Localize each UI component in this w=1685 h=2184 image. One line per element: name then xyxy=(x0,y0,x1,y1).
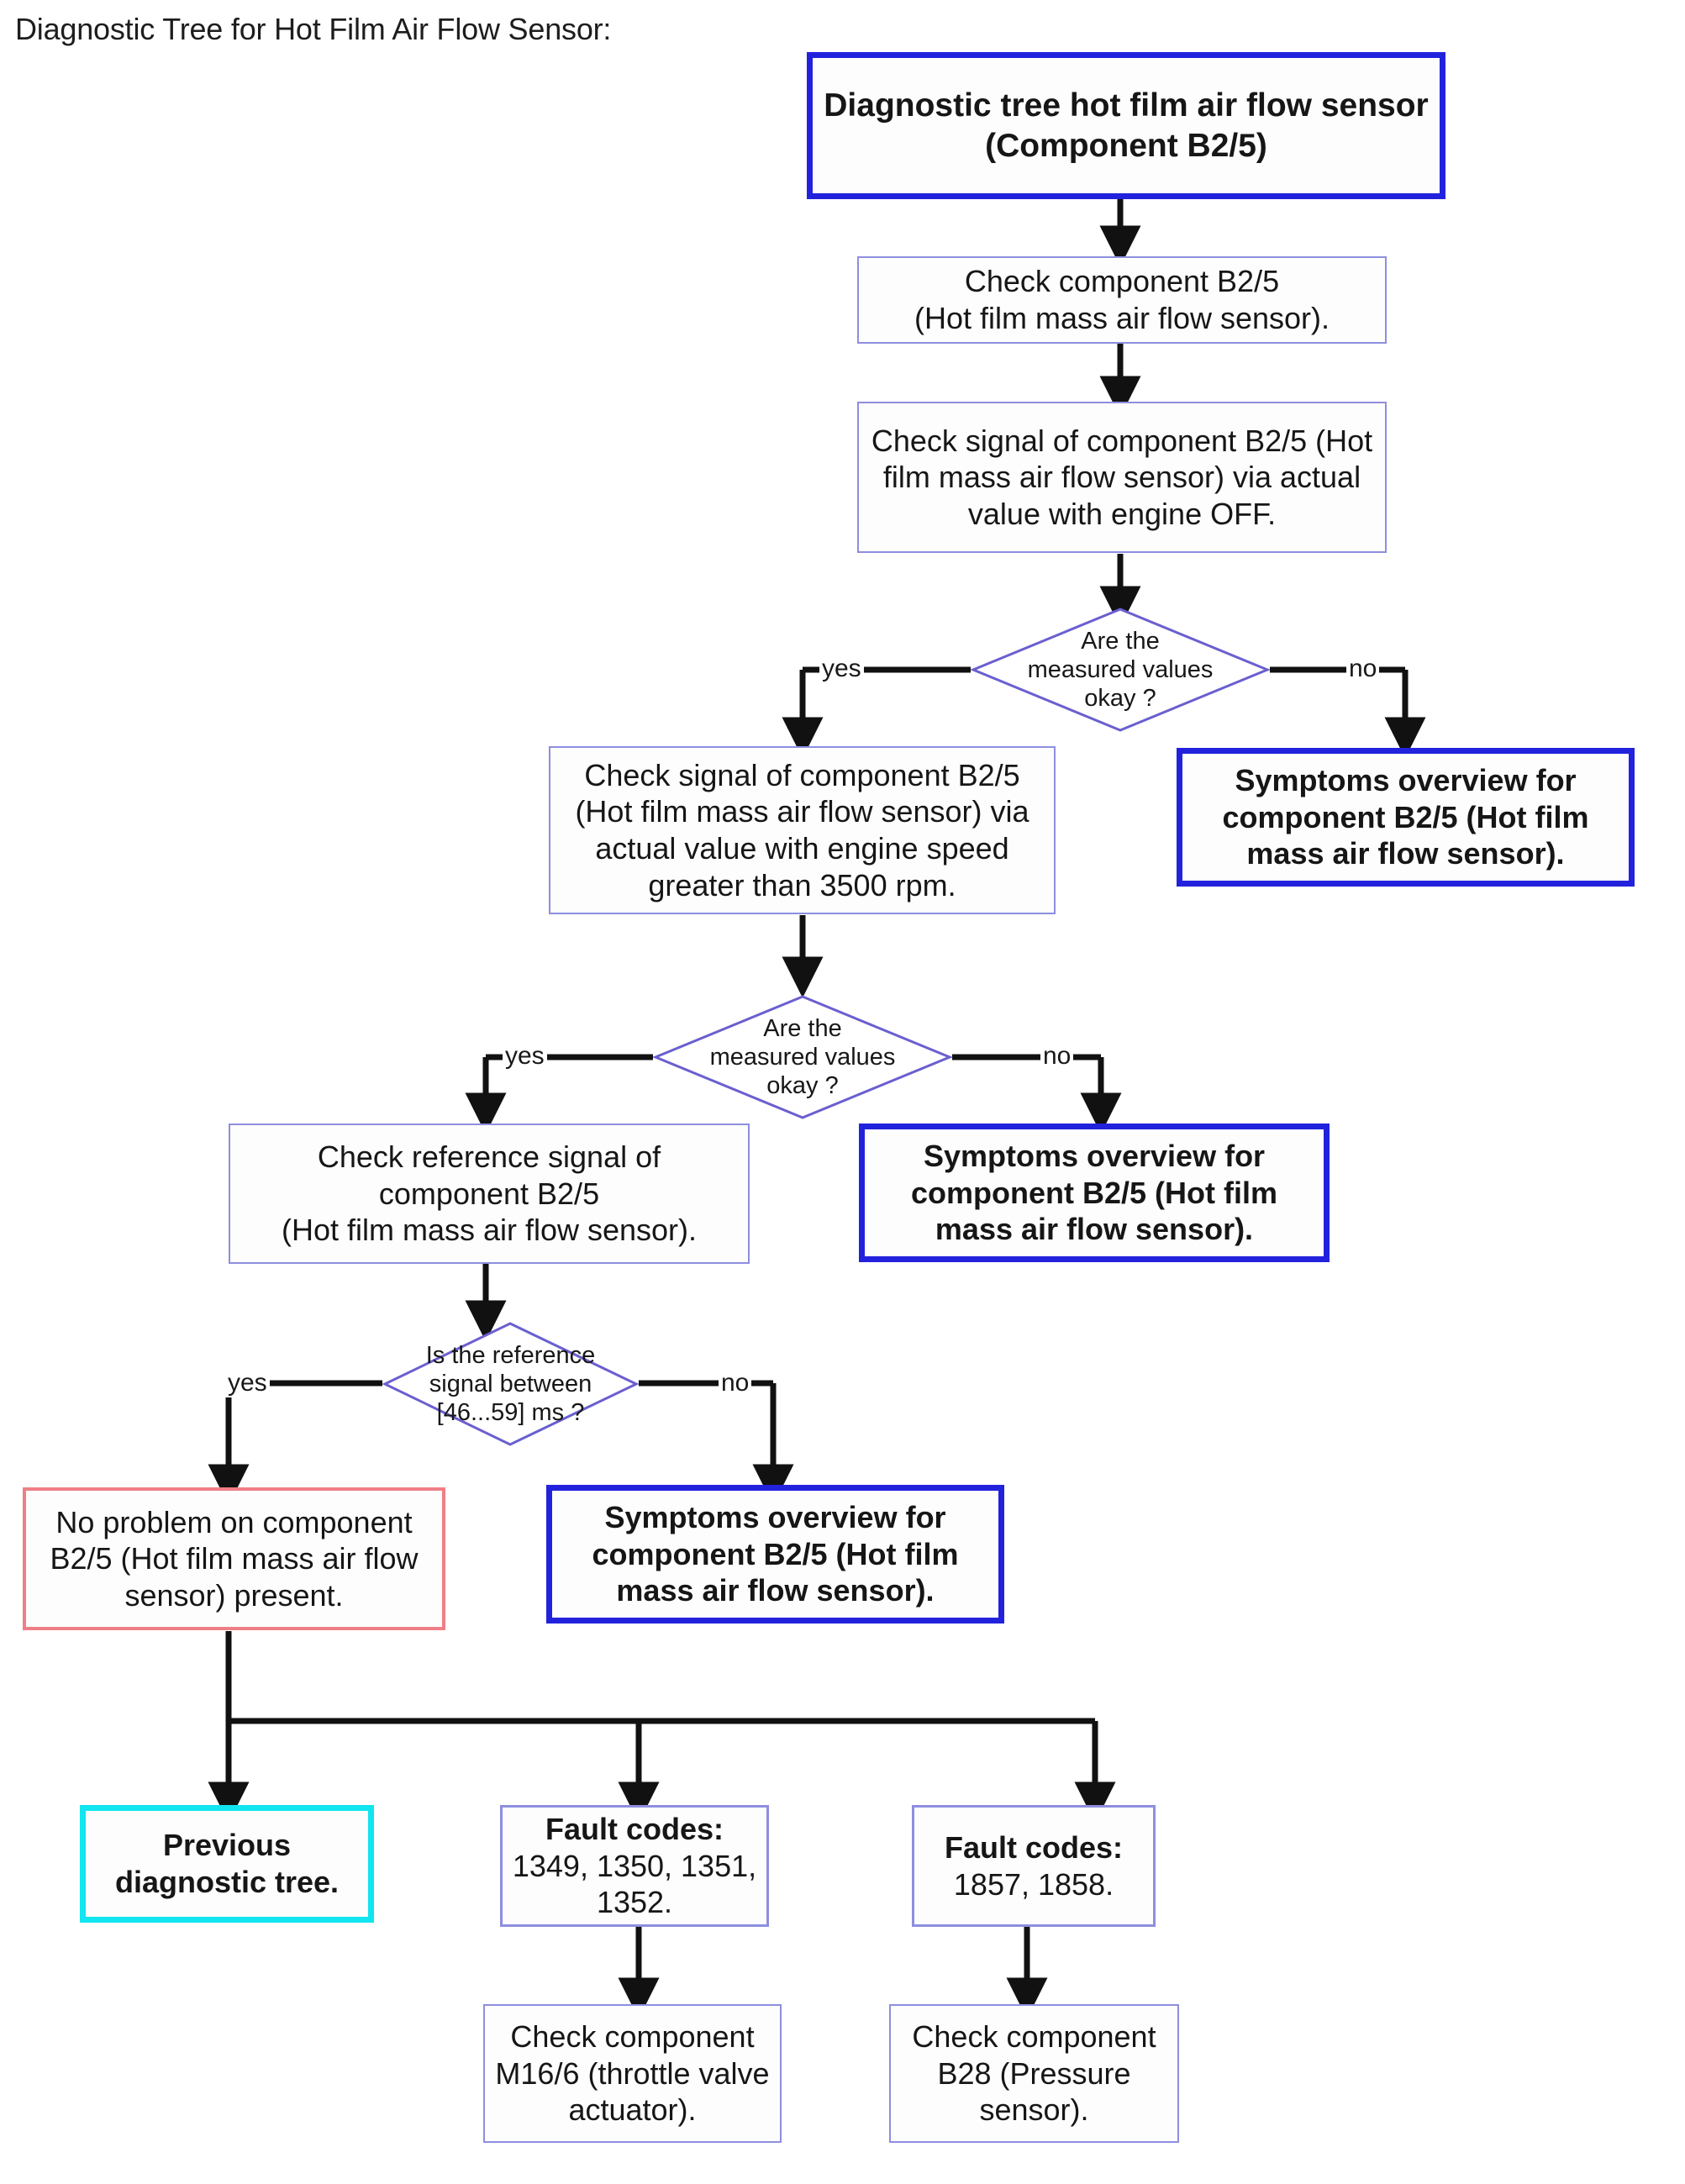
node-decision-measured-values-1[interactable]: Are the measured values okay ? xyxy=(971,607,1270,733)
node-decision-2-label: Are the measured values okay ? xyxy=(709,1014,896,1100)
node-fault-codes-left-text: Fault codes: 1349, 1350, 1351, 1352. xyxy=(511,1811,758,1921)
node-check-component-label: Check component B2/5 (Hot film mass air … xyxy=(914,264,1330,335)
node-check-m16-label: Check component M16/6 (throttle valve ac… xyxy=(495,2019,770,2128)
node-check-component[interactable]: Check component B2/5 (Hot film mass air … xyxy=(857,256,1387,344)
node-decision-reference-range[interactable]: Is the reference signal between [46...59… xyxy=(382,1321,639,1447)
diamond-shape-2 xyxy=(653,995,952,1119)
node-check-signal-rpm-label: Check signal of component B2/5 (Hot film… xyxy=(575,757,1029,903)
node-no-problem-label: No problem on component B2/5 (Hot film m… xyxy=(50,1504,419,1613)
node-previous-diagnostic-tree[interactable]: Previous diagnostic tree. xyxy=(80,1805,374,1923)
node-fault-codes-right-heading: Fault codes: xyxy=(944,1829,1124,1865)
node-fault-codes-left[interactable]: Fault codes: 1349, 1350, 1351, 1352. xyxy=(500,1805,769,1927)
node-root-label: Diagnostic tree hot film air flow sensor… xyxy=(824,87,1429,164)
node-symptoms-overview-1[interactable]: Symptoms overview for component B2/5 (Ho… xyxy=(1177,748,1635,887)
node-check-signal-engine-off[interactable]: Check signal of component B2/5 (Hot film… xyxy=(857,402,1387,553)
branch-label-yes-1: yes xyxy=(819,655,864,683)
node-decision-3-label: Is the reference signal between [46...59… xyxy=(425,1341,596,1427)
node-decision-measured-values-2[interactable]: Are the measured values okay ? xyxy=(653,994,952,1120)
node-symptoms-1-label: Symptoms overview for component B2/5 (Ho… xyxy=(1222,763,1589,871)
node-check-signal-engine-off-label: Check signal of component B2/5 (Hot film… xyxy=(871,423,1373,531)
node-root[interactable]: Diagnostic tree hot film air flow sensor… xyxy=(807,52,1445,199)
page-title: Diagnostic Tree for Hot Film Air Flow Se… xyxy=(15,12,612,46)
node-check-reference-signal-label: Check reference signal of component B2/5… xyxy=(281,1139,698,1248)
diamond-shape-3 xyxy=(382,1322,639,1446)
diamond-shape-1 xyxy=(971,608,1270,732)
node-fault-codes-right-values: 1857, 1858. xyxy=(953,1866,1114,1902)
node-no-problem[interactable]: No problem on component B2/5 (Hot film m… xyxy=(23,1487,445,1630)
node-symptoms-2-label: Symptoms overview for component B2/5 (Ho… xyxy=(910,1139,1277,1247)
node-check-m16-throttle-valve[interactable]: Check component M16/6 (throttle valve ac… xyxy=(483,2004,782,2143)
node-check-b28-label: Check component B28 (Pressure sensor). xyxy=(912,2019,1156,2128)
branch-label-no-3: no xyxy=(719,1369,752,1397)
node-symptoms-overview-2[interactable]: Symptoms overview for component B2/5 (Ho… xyxy=(859,1124,1330,1262)
node-fault-codes-right[interactable]: Fault codes: 1857, 1858. xyxy=(912,1805,1156,1927)
node-check-signal-rpm[interactable]: Check signal of component B2/5 (Hot film… xyxy=(549,746,1056,914)
node-check-b28-pressure-sensor[interactable]: Check component B28 (Pressure sensor). xyxy=(889,2004,1179,2143)
branch-label-no-2: no xyxy=(1040,1042,1074,1071)
node-previous-tree-label: Previous diagnostic tree. xyxy=(114,1828,340,1899)
node-fault-codes-left-heading: Fault codes: xyxy=(545,1812,724,1847)
node-check-reference-signal[interactable]: Check reference signal of component B2/5… xyxy=(229,1124,750,1264)
node-fault-codes-right-text: Fault codes: 1857, 1858. xyxy=(923,1829,1145,1902)
node-fault-codes-left-values: 1349, 1350, 1351, 1352. xyxy=(512,1848,757,1920)
node-symptoms-3-label: Symptoms overview for component B2/5 (Ho… xyxy=(592,1500,959,1608)
node-decision-1-label: Are the measured values okay ? xyxy=(1027,627,1214,713)
branch-label-yes-3: yes xyxy=(225,1369,270,1397)
node-symptoms-overview-3[interactable]: Symptoms overview for component B2/5 (Ho… xyxy=(546,1485,1004,1624)
branch-label-yes-2: yes xyxy=(503,1042,547,1071)
branch-label-no-1: no xyxy=(1346,655,1380,683)
